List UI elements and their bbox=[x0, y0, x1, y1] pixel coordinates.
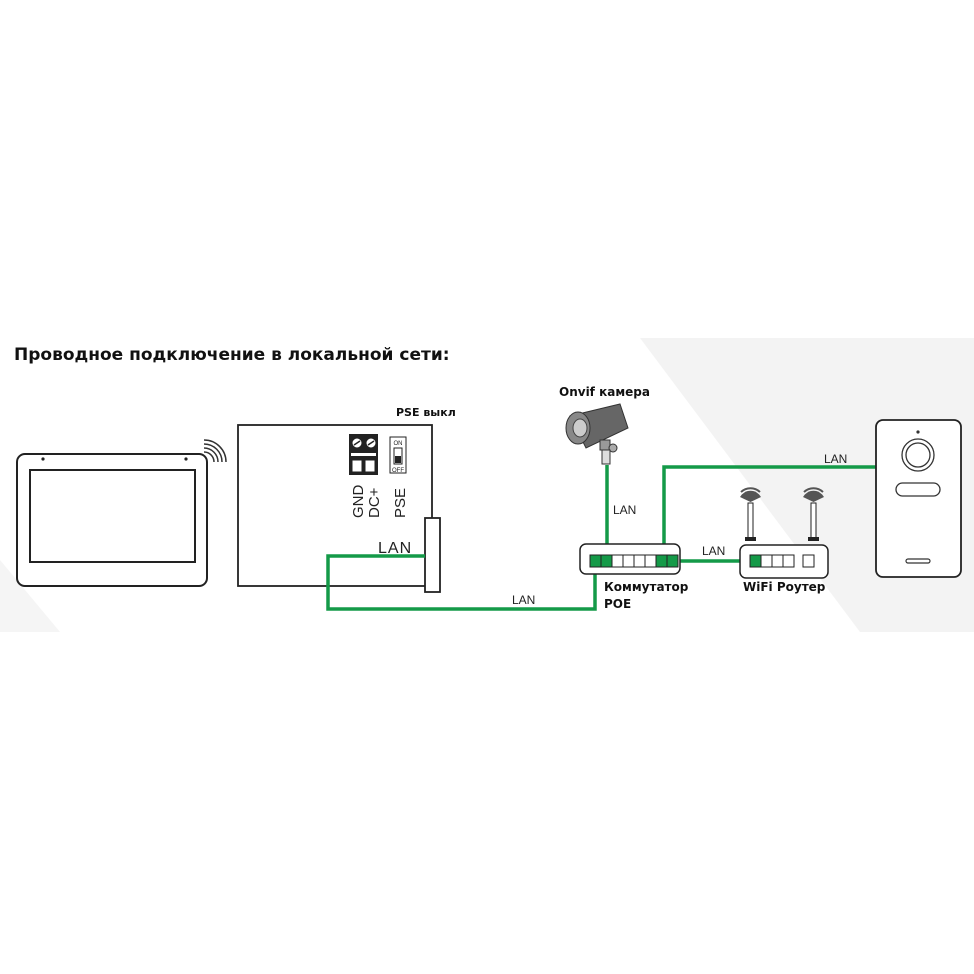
wifi-router bbox=[739, 487, 829, 579]
poe-switch bbox=[579, 543, 681, 575]
lan-connector bbox=[424, 517, 441, 593]
diagram-title: Проводное подключение в локальной сети: bbox=[14, 345, 450, 365]
switch-off-label: OFF bbox=[392, 468, 404, 474]
poe-switch-label-2: POE bbox=[604, 597, 631, 611]
pse-label: PSE bbox=[392, 488, 409, 518]
door-intercom-panel bbox=[875, 419, 962, 578]
lan-router-label: LAN bbox=[702, 544, 725, 558]
lan-port-label: LAN bbox=[378, 540, 412, 557]
lan-intercom-label: LAN bbox=[824, 452, 847, 466]
lan-camera-label: LAN bbox=[613, 503, 636, 517]
lan-bottom-label: LAN bbox=[512, 593, 535, 607]
camera-label: Onvif камера bbox=[559, 385, 650, 399]
dc-plus-label: DC+ bbox=[366, 487, 383, 518]
onvif-camera bbox=[565, 403, 629, 465]
pse-off-label: PSE выкл bbox=[396, 406, 456, 419]
power-module: ON OFF GND DC+ PSE LAN bbox=[237, 424, 441, 593]
poe-switch-label: Коммутатор bbox=[604, 580, 689, 594]
antenna-icon bbox=[740, 487, 761, 541]
cable-switch-to-intercom bbox=[662, 465, 877, 557]
pse-switch: ON OFF bbox=[389, 436, 407, 474]
indoor-monitor bbox=[16, 453, 208, 587]
gnd-label: GND bbox=[350, 485, 367, 519]
antenna-icon bbox=[803, 487, 824, 541]
terminal-block bbox=[349, 434, 378, 475]
wifi-signal-icon bbox=[203, 439, 227, 463]
cable-module-to-switch bbox=[326, 554, 597, 611]
background-band-left bbox=[0, 560, 60, 632]
switch-on-label: ON bbox=[394, 441, 403, 447]
router-label: WiFi Роутер bbox=[743, 580, 826, 594]
